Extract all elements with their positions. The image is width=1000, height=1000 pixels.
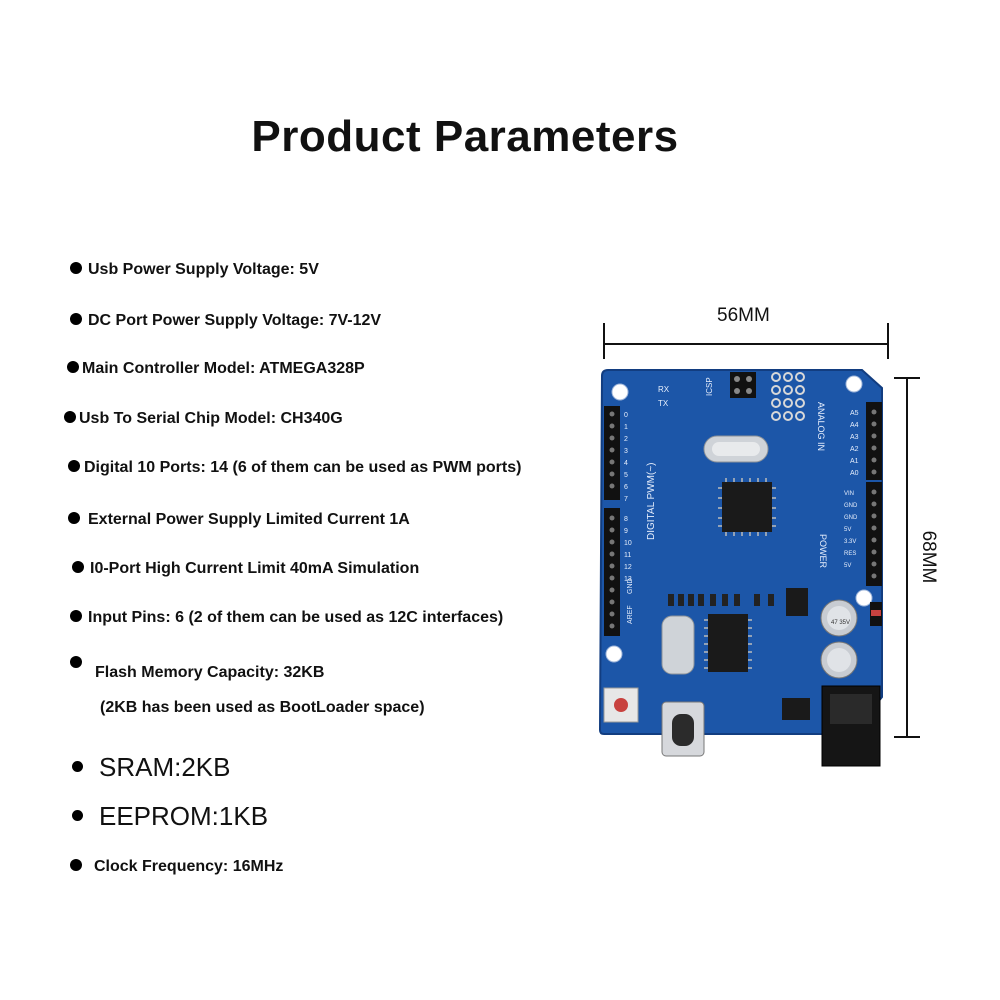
digital-pin-label: 1 bbox=[624, 424, 628, 431]
height-dimension-tick-bottom bbox=[894, 736, 920, 738]
bullet-icon bbox=[70, 656, 82, 668]
silk-power-label: POWER bbox=[818, 534, 828, 569]
bullet-icon bbox=[72, 810, 83, 821]
arduino-board-image: DIGITAL PWM(~) ANALOG IN POWER ICSP RX T… bbox=[592, 362, 892, 777]
bullet-icon bbox=[72, 761, 83, 772]
digital-pin-label: 2 bbox=[624, 436, 628, 443]
spec-sram: SRAM:2KB bbox=[72, 752, 231, 783]
spec-usb-voltage: Usb Power Supply Voltage: 5V bbox=[70, 261, 319, 279]
digital-pin-label: 0 bbox=[624, 412, 628, 419]
spec-flash-label: Flash Memory Capacity: 32KB bbox=[95, 664, 325, 681]
spec-dc-voltage: DC Port Power Supply Voltage: 7V-12V bbox=[70, 312, 381, 330]
digital-pin-label: 9 bbox=[624, 528, 628, 535]
spec-input-pins: Input Pins: 6 (2 of them can be used as … bbox=[70, 609, 503, 627]
digital-pin-label: 4 bbox=[624, 460, 628, 467]
spec-eeprom: EEPROM:1KB bbox=[72, 801, 268, 832]
silk-digital-label: DIGITAL PWM(~) bbox=[646, 463, 657, 541]
power-pin-label: 5V bbox=[844, 527, 851, 533]
bullet-icon bbox=[68, 512, 80, 524]
spec-current-limit: External Power Supply Limited Current 1A bbox=[68, 511, 410, 529]
height-dimension-line bbox=[906, 377, 908, 737]
width-dimension-tick-left bbox=[603, 323, 605, 359]
spec-clock: Clock Frequency: 16MHz bbox=[70, 858, 283, 876]
page-title: Product Parameters bbox=[251, 112, 679, 161]
analog-pin-label: A0 bbox=[850, 470, 859, 477]
digital-pin-label: 10 bbox=[624, 540, 632, 547]
width-dimension-label: 56MM bbox=[717, 305, 770, 326]
bullet-icon bbox=[70, 313, 82, 325]
bullet-icon bbox=[70, 262, 82, 274]
silk-cap-label: 47 35V bbox=[831, 620, 850, 626]
spec-controller: Main Controller Model: ATMEGA328P bbox=[67, 360, 365, 378]
digital-pin-label: 6 bbox=[624, 484, 628, 491]
spec-digital-ports: Digital 10 Ports: 14 (6 of them can be u… bbox=[68, 459, 521, 477]
digital-pin-label: 3 bbox=[624, 448, 628, 455]
silk-aref-label: AREF bbox=[627, 605, 634, 624]
digital-pin-label: 8 bbox=[624, 516, 628, 523]
digital-pin-label: 5 bbox=[624, 472, 628, 479]
power-pin-label: GND bbox=[844, 515, 858, 521]
analog-pin-label: A5 bbox=[850, 410, 859, 417]
silk-icsp-label: ICSP bbox=[705, 377, 714, 396]
silk-gnd-label: GND bbox=[627, 578, 634, 594]
digital-pin-label: 11 bbox=[624, 552, 631, 559]
power-pin-label: 3.3V bbox=[844, 539, 856, 545]
power-pin-label: GND bbox=[844, 503, 858, 509]
digital-pin-label: 12 bbox=[624, 564, 632, 571]
bullet-icon bbox=[68, 460, 80, 472]
digital-pin-label: 13 bbox=[624, 576, 632, 583]
power-pin-label: VIN bbox=[844, 491, 854, 497]
analog-pin-label: A2 bbox=[850, 446, 859, 453]
power-pin-label: 5V bbox=[844, 563, 851, 569]
spec-flash-note: (2KB has been used as BootLoader space) bbox=[100, 699, 425, 716]
width-dimension-line bbox=[603, 343, 889, 345]
height-dimension-tick-top bbox=[894, 377, 920, 379]
bullet-icon bbox=[70, 859, 82, 871]
board-svg: DIGITAL PWM(~) ANALOG IN POWER ICSP RX T… bbox=[598, 369, 883, 767]
width-dimension-tick-right bbox=[887, 323, 889, 359]
spec-flash bbox=[70, 655, 88, 673]
height-dimension-label: 68MM bbox=[918, 530, 939, 584]
bullet-icon bbox=[72, 561, 84, 573]
analog-pin-label: A1 bbox=[850, 458, 859, 465]
digital-pin-label: 7 bbox=[624, 496, 628, 503]
analog-pin-label: A4 bbox=[850, 422, 859, 429]
silk-rx-label: RX bbox=[658, 385, 670, 394]
silk-analog-label: ANALOG IN bbox=[816, 402, 826, 451]
silk-tx-label: TX bbox=[658, 399, 669, 408]
bullet-icon bbox=[67, 361, 79, 373]
spec-serial-chip: Usb To Serial Chip Model: CH340G bbox=[64, 410, 343, 428]
spec-io-current: I0-Port High Current Limit 40mA Simulati… bbox=[72, 560, 419, 578]
analog-pin-label: A3 bbox=[850, 434, 859, 441]
bullet-icon bbox=[70, 610, 82, 622]
bullet-icon bbox=[64, 411, 76, 423]
power-pin-label: RES bbox=[844, 551, 856, 557]
